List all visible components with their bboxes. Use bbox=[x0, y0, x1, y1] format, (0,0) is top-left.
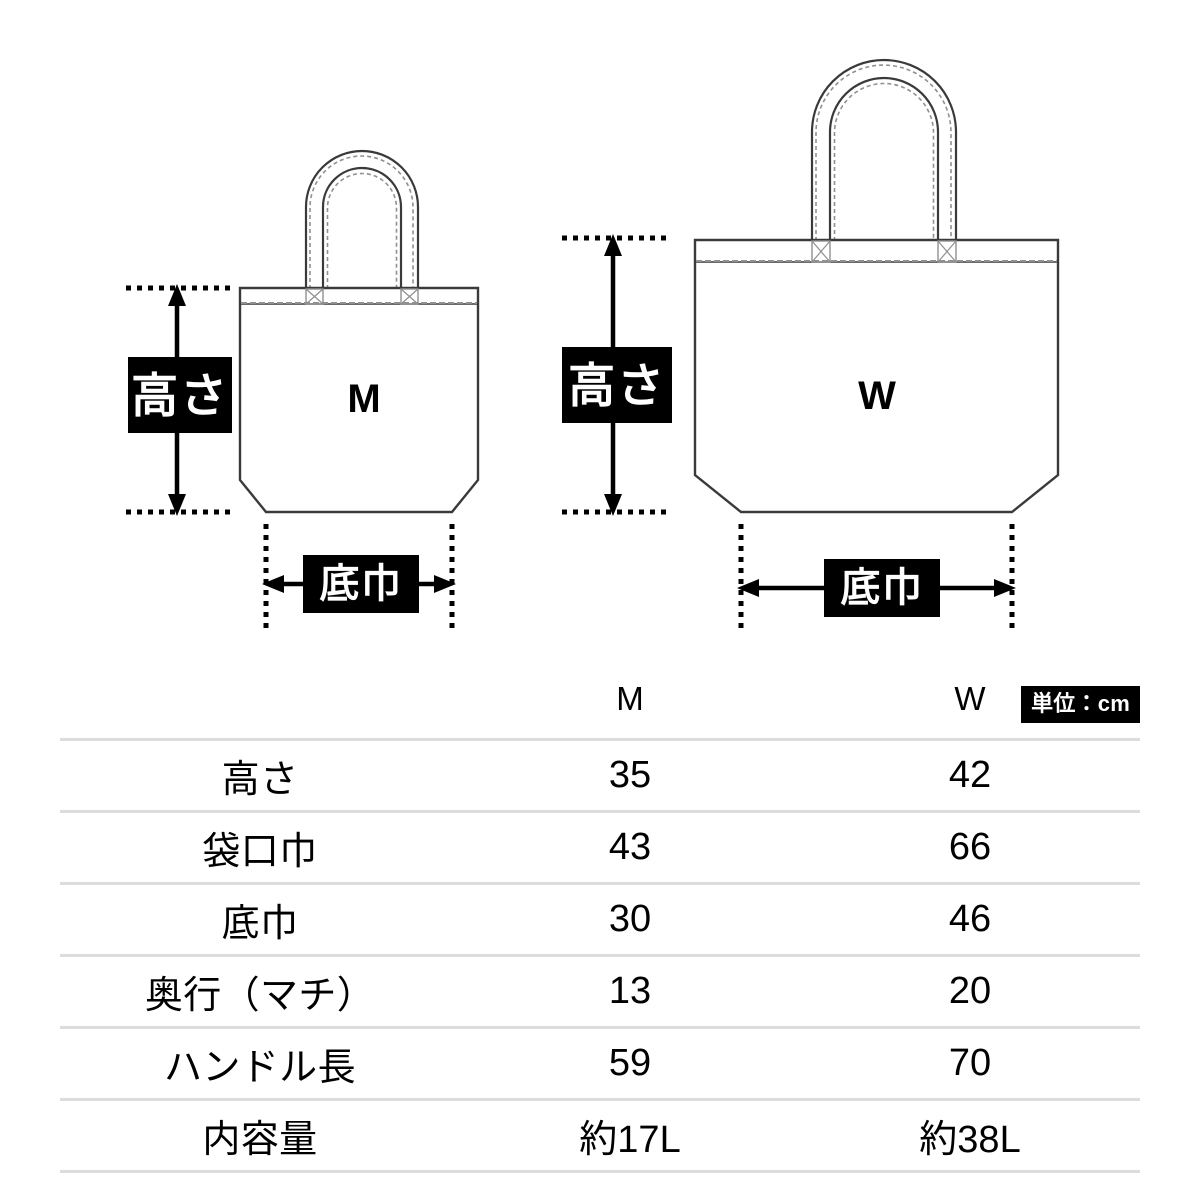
table-row: ハンドル長 59 70 bbox=[60, 1027, 1140, 1100]
bag-drawing-m bbox=[126, 149, 480, 632]
handle-tack-right-m bbox=[400, 288, 419, 305]
handle-tack-left-m bbox=[305, 288, 324, 305]
header-row: M W 単位：cm bbox=[60, 660, 1140, 740]
bag-diagram-svg bbox=[126, 58, 1060, 632]
handle-tack-right-w bbox=[937, 240, 957, 263]
row-value-bottom-width-m: 30 bbox=[608, 898, 652, 940]
table-row: 内容量 約17L 約38L bbox=[60, 1099, 1140, 1172]
row-value-capacity-w: 約38L bbox=[919, 1119, 1021, 1161]
table-row: 袋口巾 43 66 bbox=[60, 811, 1140, 884]
bag-body-m bbox=[238, 286, 480, 514]
callout-height-w: 高さ bbox=[562, 347, 672, 423]
spec-table-body: 高さ 35 42 袋口巾 43 66 底巾 30 46 奥行（マチ） 13 20… bbox=[60, 739, 1140, 1172]
callout-height-m: 高さ bbox=[128, 357, 232, 433]
unit-badge: 単位：cm bbox=[1021, 686, 1140, 723]
bag-diagrams: M W 高さ 底巾 高さ 底巾 bbox=[126, 58, 1060, 632]
bag-size-letter-w: W bbox=[858, 374, 896, 418]
row-value-handle-length-m: 59 bbox=[608, 1042, 652, 1084]
callout-bottom-width-w: 底巾 bbox=[824, 559, 940, 617]
row-value-capacity-m: 約17L bbox=[579, 1119, 681, 1161]
table-row: 底巾 30 46 bbox=[60, 883, 1140, 956]
row-label-capacity: 内容量 bbox=[202, 1119, 318, 1161]
row-value-depth-m: 13 bbox=[608, 970, 652, 1012]
spec-table-header: M W 単位：cm bbox=[60, 660, 1140, 740]
bag-drawing-w bbox=[562, 58, 1060, 632]
table-row: 高さ 35 42 bbox=[60, 739, 1140, 812]
header-size-w: W bbox=[954, 680, 986, 717]
handle-m bbox=[304, 149, 420, 296]
bag-body-w bbox=[693, 238, 1060, 514]
row-label-opening-width: 袋口巾 bbox=[202, 831, 318, 873]
row-label-bottom-width: 底巾 bbox=[221, 903, 299, 945]
bag-size-letter-m: M bbox=[347, 377, 381, 421]
row-value-opening-width-w: 66 bbox=[948, 826, 992, 868]
header-size-w-cell: W 単位：cm bbox=[800, 660, 1140, 740]
row-value-height-w: 42 bbox=[948, 754, 992, 796]
header-label-col bbox=[60, 660, 460, 740]
size-spec-table: M W 単位：cm 高さ 35 42 袋口巾 43 66 底巾 30 46 bbox=[60, 660, 1140, 1173]
header-size-m: M bbox=[616, 680, 644, 717]
callout-bottom-width-m: 底巾 bbox=[303, 555, 419, 613]
row-value-opening-width-m: 43 bbox=[608, 826, 652, 868]
row-label-depth: 奥行（マチ） bbox=[144, 975, 376, 1017]
row-value-height-m: 35 bbox=[608, 754, 652, 796]
row-value-bottom-width-w: 46 bbox=[948, 898, 992, 940]
row-value-handle-length-w: 70 bbox=[948, 1042, 992, 1084]
row-value-depth-w: 20 bbox=[948, 970, 992, 1012]
row-label-handle-length: ハンドル長 bbox=[164, 1047, 356, 1089]
row-label-height: 高さ bbox=[221, 759, 299, 801]
spec-table-container: M W 単位：cm 高さ 35 42 袋口巾 43 66 底巾 30 46 bbox=[0, 660, 1200, 1200]
table-row: 奥行（マチ） 13 20 bbox=[60, 955, 1140, 1028]
handle-tack-left-w bbox=[811, 240, 831, 263]
handle-w bbox=[810, 58, 958, 248]
